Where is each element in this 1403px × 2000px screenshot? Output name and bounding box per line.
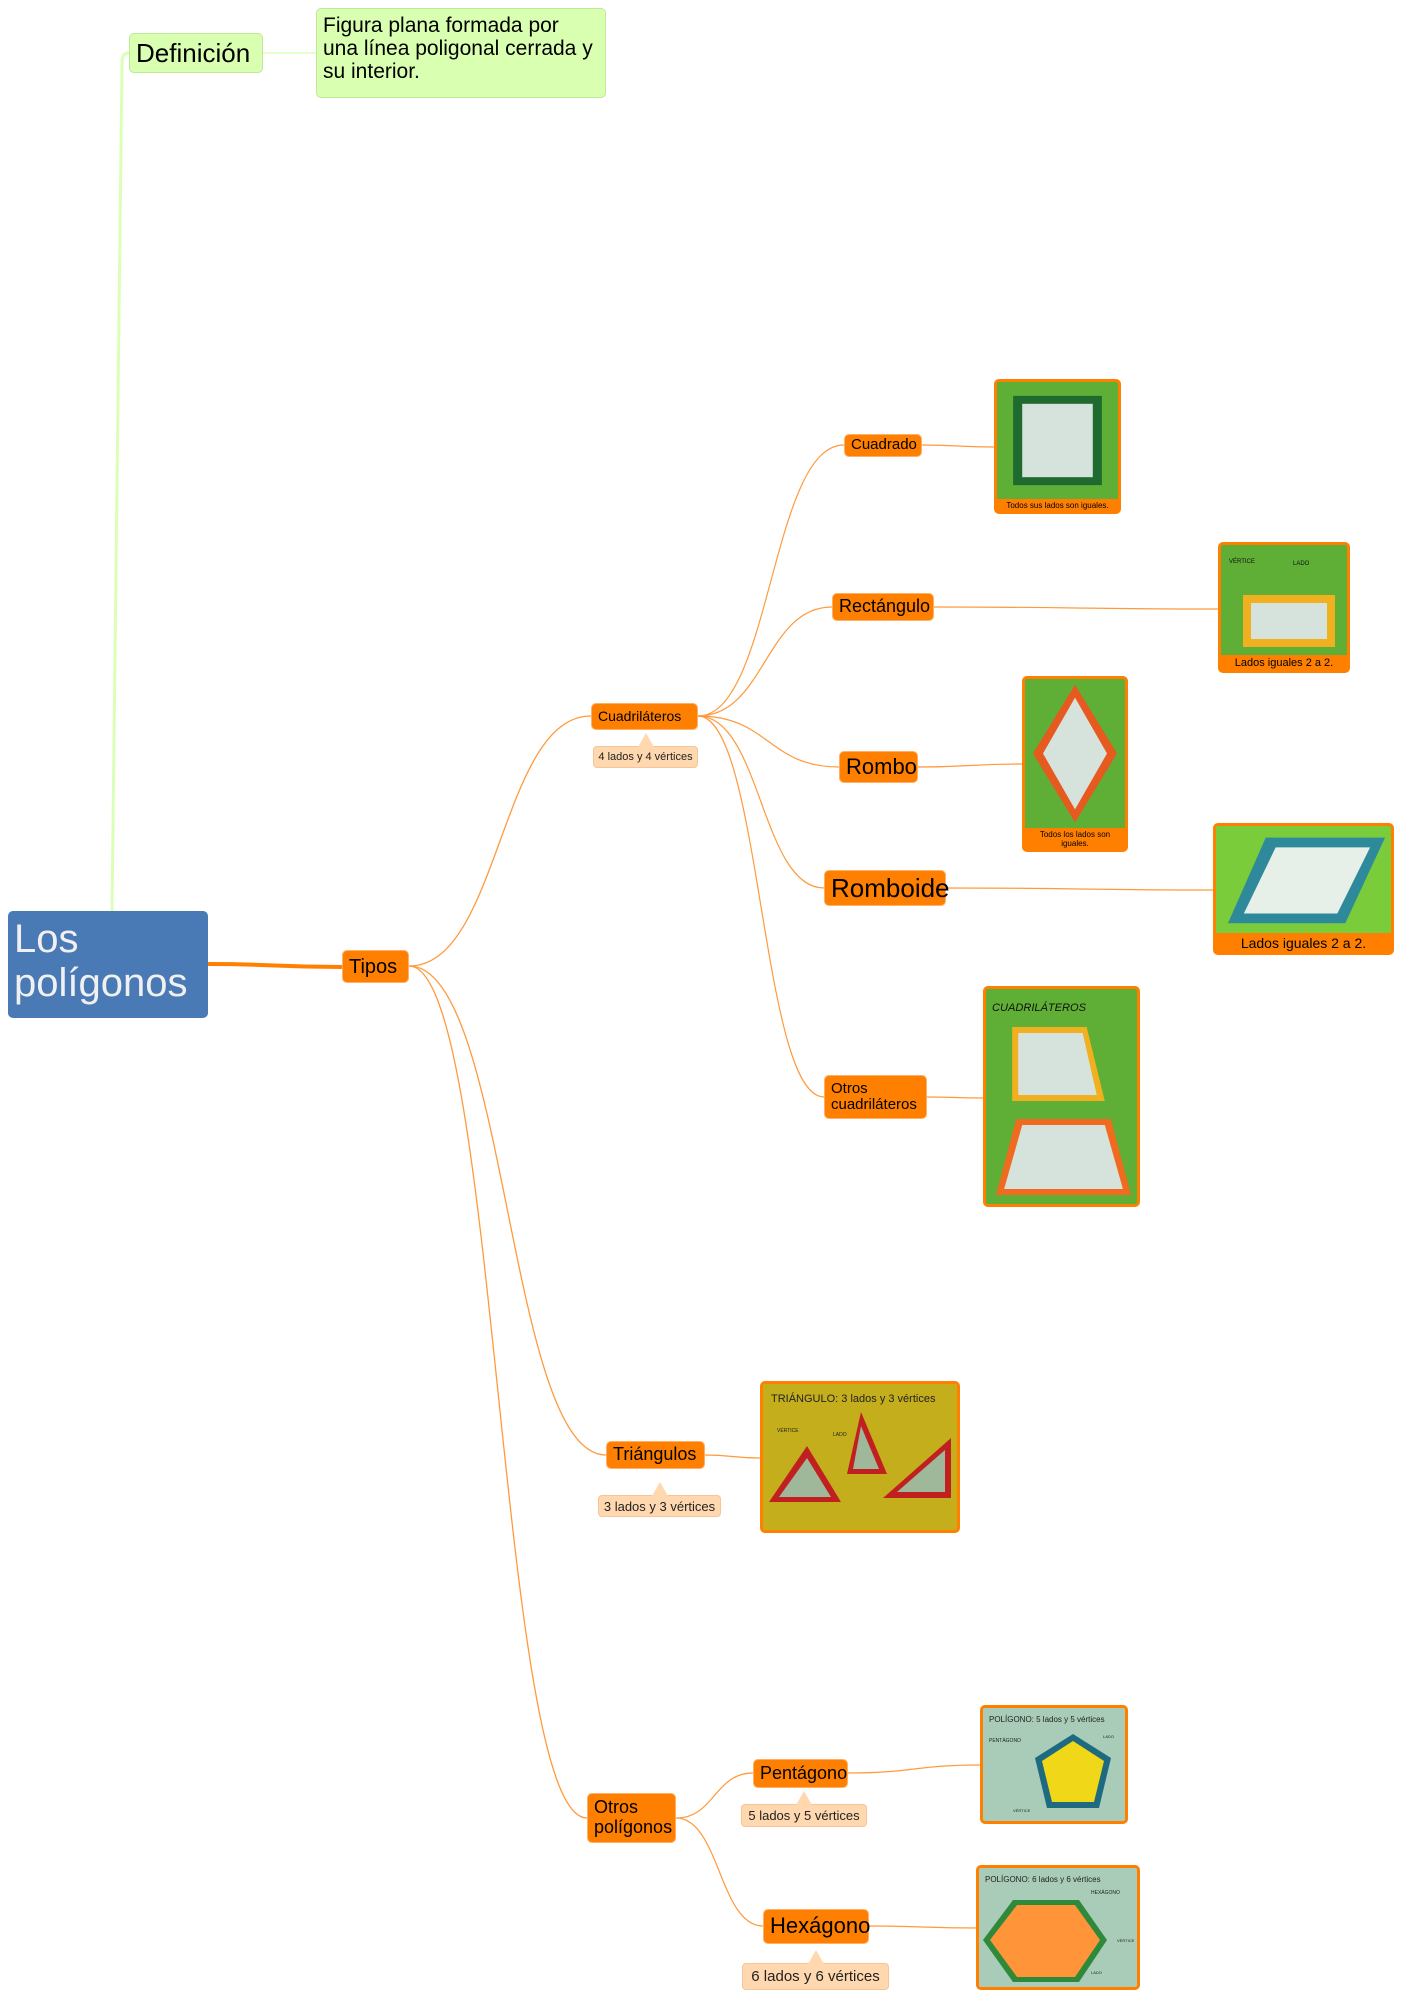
rectangulo-connector [697,606,833,717]
lado-label: LADO [1091,1970,1102,1975]
hexagono-note-text: 6 lados y 6 vértices [751,1968,880,1985]
otros-poligonos-label: Otros polígonos [594,1797,673,1837]
vertice-label: VÉRTICE [777,1427,799,1434]
cuadrado-connector [697,444,845,717]
vertice-label: VÉRTICE [1013,1808,1031,1813]
triangulos-connector [408,965,607,1456]
pentagono-photo-label: PENTÁGONO [989,1737,1021,1744]
otros-cuadrilateros-topic[interactable]: Otros cuadriláteros [824,1075,927,1119]
rombo-topic[interactable]: Rombo [839,751,918,783]
definition-label: Definición [136,37,251,68]
romboide-topic[interactable]: Romboide [824,870,950,906]
otros-cuadrilateros-label: Otros cuadriláteros [831,1079,917,1113]
hexagono-topic[interactable]: Hexágono [763,1909,871,1944]
hexagon-photo: POLÍGONO: 6 lados y 6 vértices HEXÁGONO … [979,1868,1137,1987]
square-photo [997,382,1118,499]
rectangle-photo: VÉRTICE LADO [1221,545,1347,655]
pentagono-label: Pentágono [760,1762,848,1783]
pentagono-topic[interactable]: Pentágono [753,1759,848,1788]
cuadrilateros-note-text: 4 lados y 4 vértices [598,751,693,763]
cuadrado-topic[interactable]: Cuadrado [844,434,922,457]
cuadrado-image[interactable]: Todos sus lados son iguales. [994,379,1121,514]
tipos-connector [207,962,343,969]
lado-label: LADO [1103,1734,1114,1739]
romboide-caption: Lados iguales 2 a 2. [1240,935,1367,951]
trapezoid-photo: CUADRILÁTEROS [986,989,1137,1204]
rombo-connector [697,715,840,768]
pentagon-photo: POLÍGONO: 5 lados y 5 vértices PENTÁGONO… [983,1708,1125,1821]
romboide-label: Romboide [831,872,950,903]
root-topic[interactable]: Los polígonos [8,911,208,1018]
triangulos-note: 3 lados y 3 vértices [598,1482,721,1517]
cuadrado-image-connector [921,444,995,448]
rhombus-photo [1025,679,1125,828]
rombo-caption: Todos los lados son iguales. [1039,830,1111,848]
cuadrado-caption: Todos sus lados son iguales. [1006,501,1109,510]
lado-label: LADO [1293,561,1310,567]
rhomboid-photo [1216,826,1391,933]
otros-cuadrilateros-image-connector [926,1096,984,1099]
definition-connector [110,51,130,912]
rectangulo-label: Rectángulo [839,596,931,617]
otros-poligonos-connector [408,965,588,1819]
rombo-image[interactable]: Todos los lados son iguales. [1022,676,1128,852]
triangulos-note-text: 3 lados y 3 vértices [603,1498,716,1514]
romboide-connector [697,715,825,889]
rectangulo-image[interactable]: VÉRTICE LADO Lados iguales 2 a 2. [1218,542,1350,673]
root-topic-label: Los polígonos [14,917,188,1005]
pentagono-connector [675,1772,754,1819]
otros-cuadrilateros-image[interactable]: CUADRILÁTEROS [983,986,1140,1207]
cuadrilateros-connector [408,715,592,967]
definition-topic[interactable]: Definición [129,33,263,73]
romboide-image[interactable]: Lados iguales 2 a 2. [1213,823,1394,955]
vertice-label: VÉRTICE [1117,1938,1135,1943]
definition-text: Figura plana formada por una línea polig… [323,14,593,84]
photo-title: POLÍGONO: 5 lados y 5 vértices [989,1715,1105,1724]
pentagono-note: 5 lados y 5 vértices [741,1791,867,1827]
triangles-photo: TRIÁNGULO: 3 lados y 3 vértices VÉRTICE … [763,1384,957,1530]
pentagono-image-connector [847,1764,981,1774]
cuadrilateros-topic[interactable]: Cuadriláteros [591,703,698,730]
cuadrilateros-label: Cuadriláteros [598,707,682,724]
photo-title: TRIÁNGULO: 3 lados y 3 vértices [771,1392,936,1405]
otros-poligonos-topic[interactable]: Otros polígonos [587,1793,676,1843]
hexagono-image-connector [868,1925,977,1929]
cuadrado-label: Cuadrado [851,436,917,454]
photo-title: POLÍGONO: 6 lados y 6 vértices [985,1875,1101,1884]
rombo-label: Rombo [846,753,917,779]
hexagono-label: Hexágono [770,1913,871,1939]
pentagono-image[interactable]: POLÍGONO: 5 lados y 5 vértices PENTÁGONO… [980,1705,1128,1824]
photo-title: CUADRILÁTEROS [992,1001,1087,1014]
rombo-image-connector [917,763,1023,768]
triangulos-image-connector [704,1454,761,1459]
otros-cuadrilateros-connector [697,715,825,1098]
romboide-image-connector [945,887,1214,891]
tipos-label: Tipos [349,955,398,978]
lado-label: LADO [833,1432,847,1438]
triangulos-image[interactable]: TRIÁNGULO: 3 lados y 3 vértices VÉRTICE … [760,1381,960,1533]
triangulos-topic[interactable]: Triángulos [606,1441,705,1469]
hexagono-note: 6 lados y 6 vértices [742,1950,889,1990]
rectangulo-image-connector [933,606,1219,610]
cuadrilateros-note: 4 lados y 4 vértices [593,733,698,768]
rectangulo-topic[interactable]: Rectángulo [832,593,934,621]
hexagono-photo-label: HEXÁGONO [1091,1889,1120,1896]
hexagono-connector [675,1817,764,1927]
rectangulo-caption: Lados iguales 2 a 2. [1234,657,1334,669]
definition-text-box[interactable]: Figura plana formada por una línea polig… [316,8,606,98]
tipos-topic[interactable]: Tipos [342,950,409,983]
pentagono-note-text: 5 lados y 5 vértices [748,1808,860,1823]
vertice-label: VÉRTICE [1229,558,1255,565]
hexagono-image[interactable]: POLÍGONO: 6 lados y 6 vértices HEXÁGONO … [976,1865,1140,1990]
triangulos-label: Triángulos [613,1444,697,1465]
